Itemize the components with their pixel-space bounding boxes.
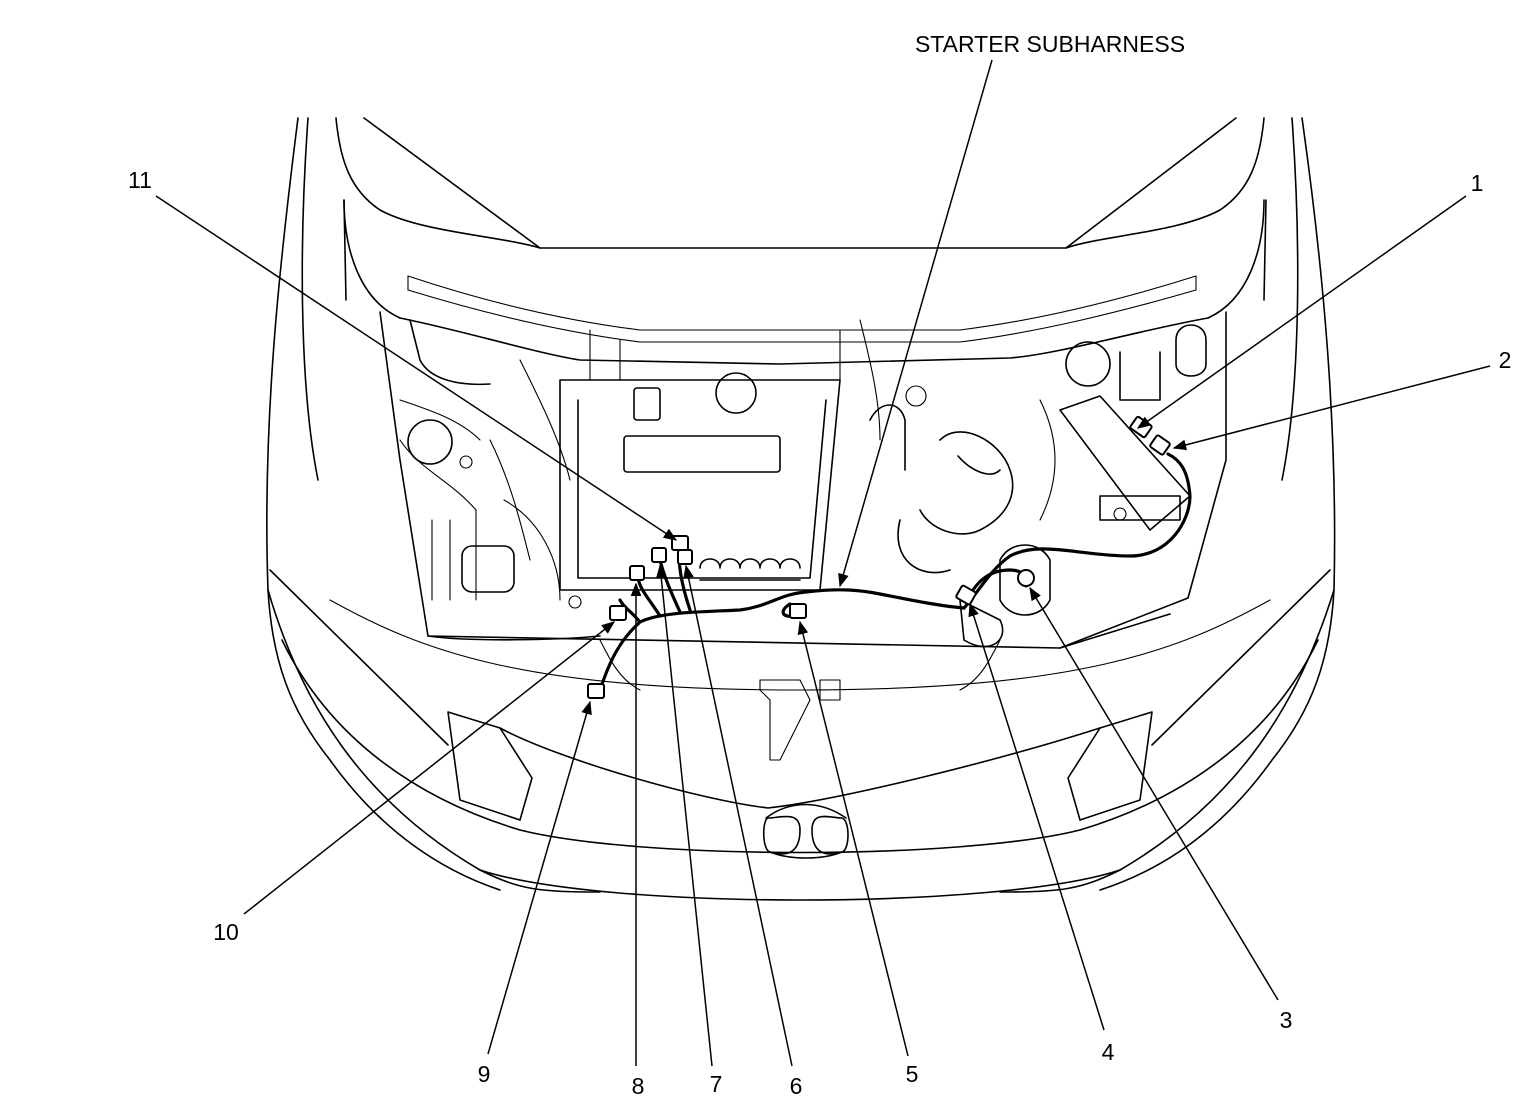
leader-starter-subharness — [838, 59, 993, 588]
connectors — [587, 415, 1171, 699]
callout-2: 2 — [1499, 347, 1512, 373]
leader-2 — [1172, 365, 1491, 451]
wire-harness — [598, 452, 1192, 692]
callout-3: 3 — [1280, 1007, 1293, 1033]
connector-2 — [1149, 434, 1171, 456]
label-starter-subharness: STARTER SUBHARNESS — [915, 31, 1185, 57]
leader-3 — [1029, 586, 1279, 1001]
leader-4 — [968, 602, 1105, 1031]
callout-5: 5 — [906, 1061, 919, 1087]
callout-8: 8 — [632, 1073, 645, 1099]
callout-4: 4 — [1102, 1039, 1115, 1065]
leader-11 — [155, 195, 678, 541]
engine-bay-outline — [379, 311, 1227, 761]
vehicle-body-outline — [266, 117, 1336, 901]
hood-outline — [335, 117, 1267, 365]
labels: STARTER SUBHARNESS 1 2 3 4 5 6 7 8 9 10 … — [128, 31, 1511, 1099]
callout-9: 9 — [478, 1061, 491, 1087]
connector-7 — [651, 547, 667, 563]
leader-10 — [243, 621, 616, 915]
callout-1: 1 — [1471, 170, 1484, 196]
connector-10 — [609, 605, 627, 621]
connector-4 — [955, 584, 977, 606]
callout-7: 7 — [710, 1071, 723, 1097]
connector-3 — [1017, 569, 1035, 587]
leader-lines — [155, 59, 1491, 1067]
callout-10: 10 — [213, 919, 239, 945]
leader-9 — [487, 700, 592, 1055]
leader-7 — [655, 564, 713, 1067]
leader-5 — [797, 620, 909, 1057]
connector-9 — [587, 683, 605, 699]
leader-1 — [1136, 195, 1467, 429]
connector-8 — [629, 565, 645, 581]
connector-5 — [789, 603, 807, 619]
connector-6 — [677, 549, 693, 565]
leader-6 — [683, 564, 793, 1067]
callout-11: 11 — [128, 167, 152, 193]
callout-6: 6 — [790, 1073, 803, 1099]
